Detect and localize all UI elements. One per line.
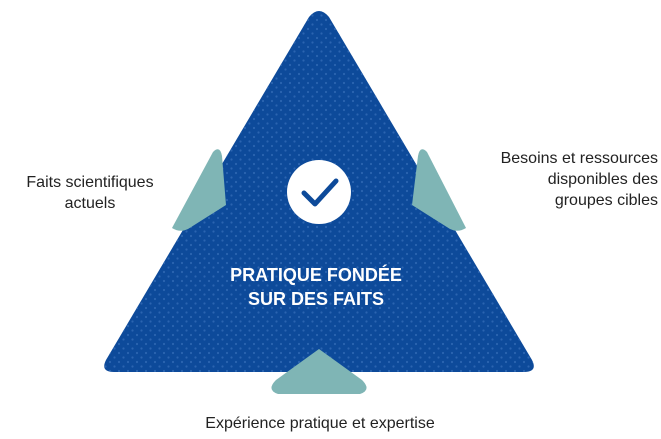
label-scientific-facts: Faits scientifiques actuels [6,172,174,214]
label-bottom-line-1: Expérience pratique et expertise [205,415,435,432]
label-left-line-1: Faits scientifiques [26,174,154,191]
label-left-line-2: actuels [64,195,116,212]
center-title: PRATIQUE FONDÉE SUR DES FAITS [196,263,436,311]
label-right-line-2: disponibles des [547,171,658,188]
center-title-line-1: PRATIQUE FONDÉE [230,265,402,285]
label-right-line-1: Besoins et ressources [500,150,658,167]
label-right-line-3: groupes cibles [554,192,658,209]
checkmark-circle-icon [287,160,351,224]
left-arrow-icon [172,149,226,231]
bottom-arrow-icon [271,349,367,394]
center-title-line-2: SUR DES FAITS [247,289,385,309]
label-practical-experience: Expérience pratique et expertise [140,413,500,434]
right-arrow-icon [412,149,466,231]
label-target-group-needs: Besoins et ressources disponibles des gr… [452,148,658,211]
